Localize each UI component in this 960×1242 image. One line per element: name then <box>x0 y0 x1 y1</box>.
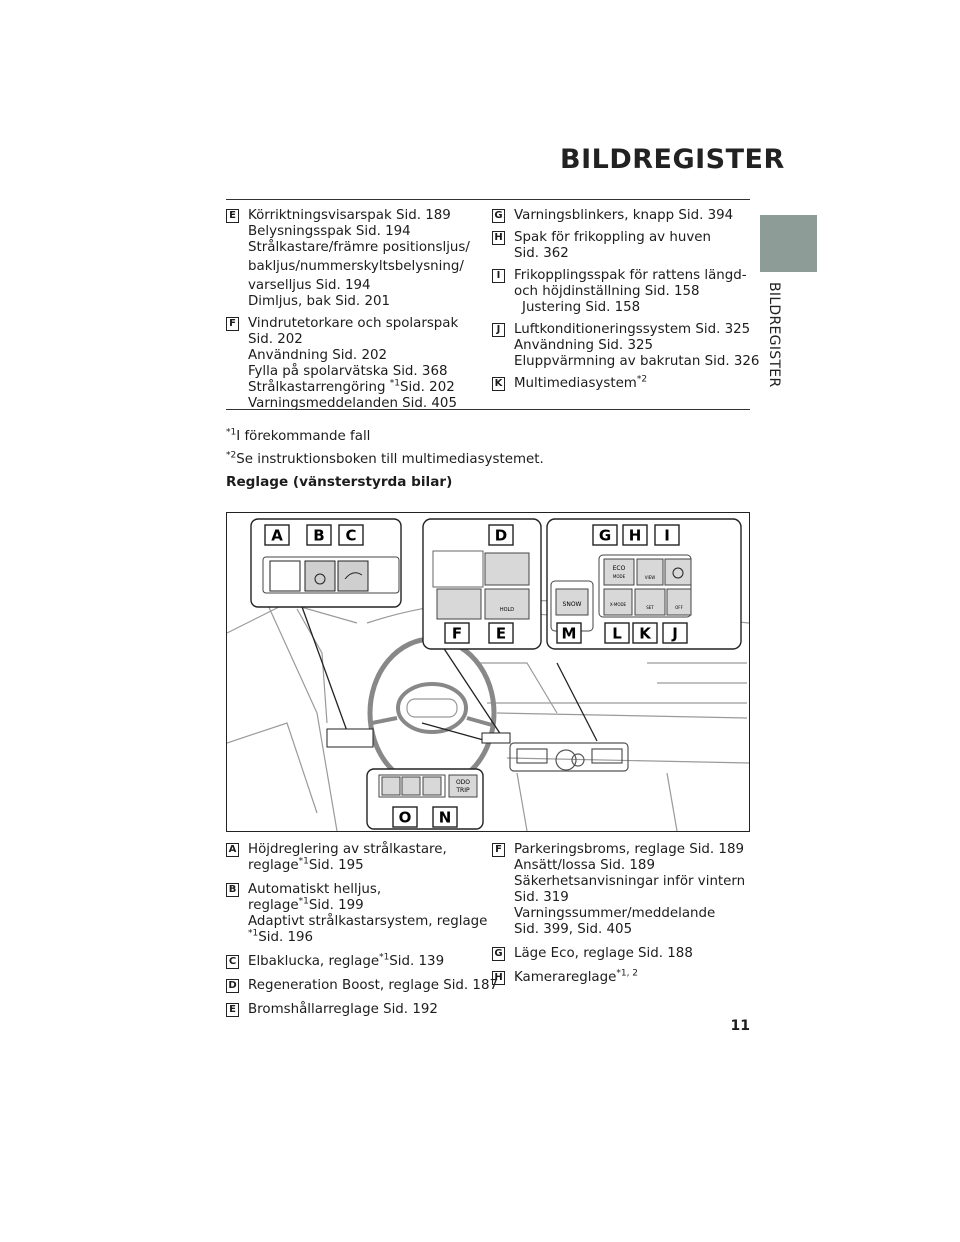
callout-box-k <box>632 622 658 644</box>
callout-box-n <box>432 806 458 828</box>
callout-letter-g: G <box>599 527 611 545</box>
callout-letter-f: F <box>452 625 462 643</box>
callout-box-o <box>392 806 418 828</box>
callout-letter-b: B <box>313 527 324 545</box>
index-entry-g2: G Läge Eco, reglage Sid. 188 <box>492 946 754 962</box>
chapter-side-label: BILDREGISTER <box>766 282 782 388</box>
dashboard-diagram: HOLD SNOW ECO MODE VIEW X-MODE SET OFF O… <box>226 518 750 832</box>
callout-box-e <box>488 622 514 644</box>
callout-letter-a: A <box>271 527 283 545</box>
svg-text:ECO: ECO <box>613 565 626 572</box>
index-entry-i: I Frikopplingsspak för rattens längd- oc… <box>492 268 754 316</box>
callout-box-a <box>264 524 290 546</box>
index-entry-j: J Luftkonditioneringssystem Sid. 325 Anv… <box>492 322 759 370</box>
svg-text:VIEW: VIEW <box>645 575 655 580</box>
svg-text:SNOW: SNOW <box>563 601 582 608</box>
page-title: BILDREGISTER <box>560 144 785 175</box>
callout-letter-i: I <box>664 527 670 545</box>
callout-letter-k: K <box>639 625 652 643</box>
index-entry-b: B Automatiskt helljus, reglage*1Sid. 199… <box>226 882 488 946</box>
callout-letter-c: C <box>345 527 356 545</box>
callout-box-m <box>556 622 582 644</box>
bottom-right-column: F Parkeringsbroms, reglage Sid. 189 Ansä… <box>492 842 754 992</box>
svg-text:X-MODE: X-MODE <box>610 602 627 607</box>
footnote-1: *1I förekommande fall <box>226 427 371 444</box>
callout-letter-m: M <box>562 625 577 643</box>
svg-text:TRIP: TRIP <box>455 787 470 794</box>
callout-letter-l: L <box>612 625 622 643</box>
callout-box-b <box>306 524 332 546</box>
hold-label: HOLD <box>500 607 514 613</box>
svg-text:SET: SET <box>646 605 654 610</box>
callout-letter-d: D <box>495 527 507 545</box>
callout-letter-n: N <box>439 809 452 827</box>
chapter-tab <box>760 215 817 272</box>
index-entry-g: G Varningsblinkers, knapp Sid. 394 <box>492 208 754 224</box>
callout-letter-o: O <box>399 809 412 827</box>
svg-text:OFF: OFF <box>675 605 683 610</box>
callout-key: F <box>226 317 239 331</box>
footnote-2: *2Se instruktionsboken till multimediasy… <box>226 450 544 467</box>
svg-text:MODE: MODE <box>613 574 626 579</box>
section-subheading: Reglage (vänsterstyrda bilar) <box>226 474 453 490</box>
index-entry-f2: F Parkeringsbroms, reglage Sid. 189 Ansä… <box>492 842 754 938</box>
index-entry-e: E Körriktningsvisarspak Sid. 189 Belysni… <box>226 208 488 310</box>
index-entry-a: A Höjdreglering av strålkastare, reglage… <box>226 842 488 874</box>
section-rule <box>226 409 750 410</box>
callout-box-f <box>444 622 470 644</box>
callout-box-l <box>604 622 630 644</box>
callout-letter-e: E <box>496 625 506 643</box>
index-entry-f: F Vindrutetorkare och spolarspak Sid. 20… <box>226 316 488 412</box>
index-entry-k: K Multimediasystem*2 <box>492 375 754 392</box>
callout-box-h <box>622 524 648 546</box>
top-right-column: G Varningsblinkers, knapp Sid. 394 H Spa… <box>492 208 759 398</box>
callout-letter-j: J <box>671 625 678 643</box>
callout-key: E <box>226 209 239 223</box>
top-left-column: E Körriktningsvisarspak Sid. 189 Belysni… <box>226 208 488 418</box>
index-entry-h: H Spak för frikoppling av huven Sid. 362 <box>492 230 754 262</box>
callout-box-g <box>592 524 618 546</box>
index-entry-d: D Regeneration Boost, reglage Sid. 187 <box>226 978 498 994</box>
controls-illustration: HOLD SNOW ECO MODE VIEW X-MODE SET OFF O… <box>226 512 750 832</box>
callout-box-c <box>338 524 364 546</box>
callout-box-j <box>662 622 688 644</box>
callout-box-d <box>488 524 514 546</box>
index-entry-c: C Elbaklucka, reglage*1Sid. 139 <box>226 953 488 970</box>
bottom-left-column: A Höjdreglering av strålkastare, reglage… <box>226 842 498 1024</box>
svg-text:ODO: ODO <box>456 779 470 786</box>
index-entry-h2: H Kamerareglage*1, 2 <box>492 969 754 986</box>
top-rule <box>226 199 750 200</box>
callout-box-i <box>654 524 680 546</box>
page-number: 11 <box>730 1018 750 1034</box>
callout-letter-h: H <box>629 527 642 545</box>
index-entry-e2: E Bromshållarreglage Sid. 192 <box>226 1002 488 1018</box>
